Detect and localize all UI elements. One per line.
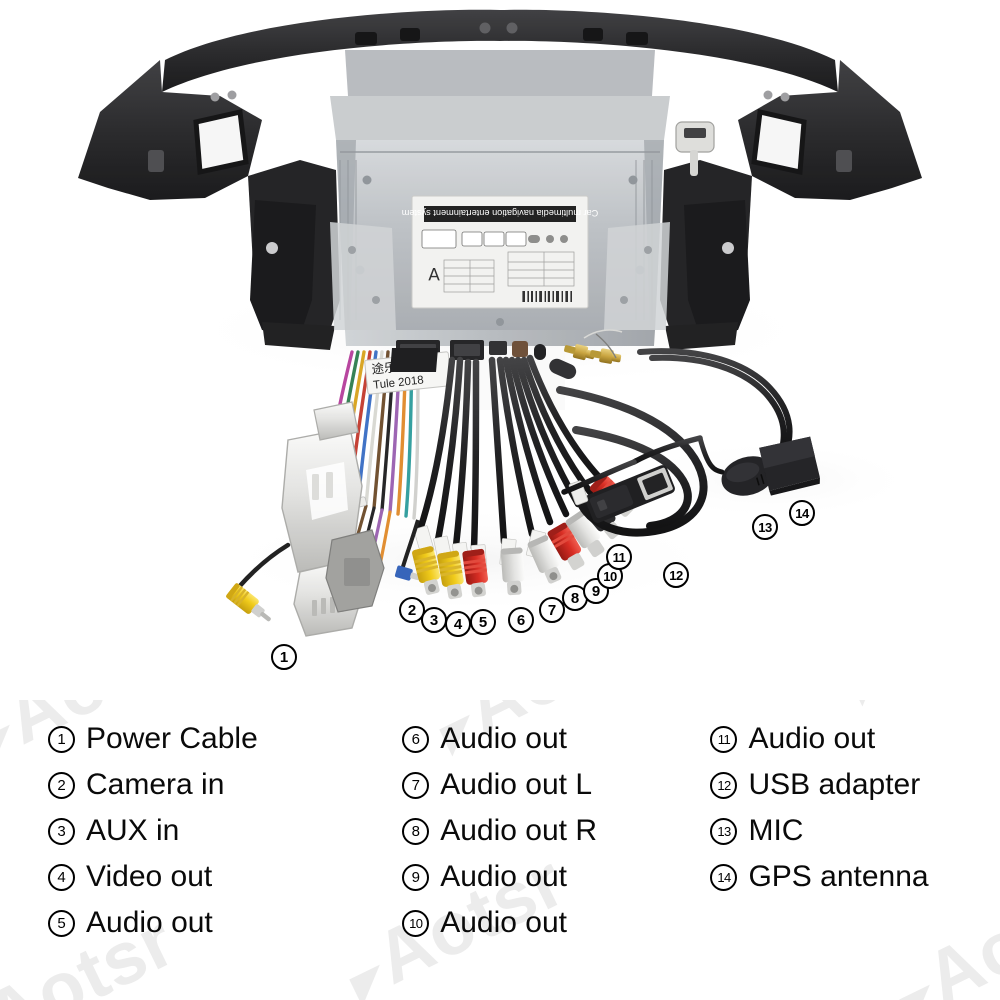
rca-plug-white-3 (565, 510, 605, 558)
legend-row: 9 Audio out (402, 854, 710, 900)
rca-plug-yellow-2 (437, 550, 464, 600)
legend-row: 13 MIC (710, 808, 1000, 854)
legend-number-10: 10 (402, 909, 430, 937)
legend-column-3: 11 Audio out 12 USB adapter 13 MIC 14 GPS anten… (710, 716, 1000, 1000)
product-photo: ∀ Car multimedia navigation entertainmen… (78, 9, 922, 637)
iso-connector-small (313, 401, 359, 441)
legend-row: 3 AUX in (48, 808, 384, 854)
legend-label-12: USB adapter (748, 768, 921, 801)
callout-marker-10: 10 (597, 563, 623, 589)
usb-adapter (556, 386, 708, 537)
dash-trim-frame (78, 9, 922, 350)
legend-label-4: Video out (86, 860, 213, 893)
legend-number-2: 2 (48, 771, 75, 799)
callout-marker-7: 7 (539, 597, 565, 623)
callout-marker-4: 4 (445, 611, 471, 637)
legend-number-1: 1 (48, 725, 75, 753)
rca-plug-red-1 (462, 548, 488, 598)
legend-number-14: 14 (710, 863, 738, 891)
rca-plug-white-1 (500, 547, 525, 596)
legend-label-8: Audio out R (440, 814, 598, 847)
callout-marker-11: 11 (606, 544, 632, 570)
sma-connectors (549, 329, 623, 380)
canbus-connector (325, 529, 385, 613)
legend-label-14: GPS antenna (748, 860, 929, 893)
svg-text:∀: ∀ (428, 264, 440, 283)
rca-plug-red-2 (547, 522, 585, 571)
rca-plug-white-2 (527, 535, 562, 584)
legend-label-11: Audio out (748, 722, 876, 755)
legend-row: 7 Audio out L (402, 762, 710, 808)
legend-row: 10 Audio out (402, 900, 710, 946)
legend-number-3: 3 (48, 817, 75, 845)
callout-marker-6: 6 (508, 607, 534, 633)
chassis-label-title: Car multimedia navigation entertainment … (401, 208, 598, 218)
legend-row: 1 Power Cable (48, 716, 384, 762)
callout-marker-1: 1 (271, 644, 297, 670)
legend-column-1: 1 Power Cable 2 Camera in 3 AUX in 4 Video out 5… (0, 716, 384, 1000)
rca-cable-bundle (416, 354, 604, 552)
legend-number-5: 5 (48, 909, 75, 937)
legend-label-1: Power Cable (86, 722, 258, 755)
legend-label-3: AUX in (86, 814, 180, 847)
legend-row: 2 Camera in (48, 762, 384, 808)
legend: 1 Power Cable 2 Camera in 3 AUX in 4 Video out 5… (0, 716, 1000, 1000)
legend-label-2: Camera in (86, 768, 225, 801)
legend-number-9: 9 (402, 863, 430, 891)
callout-marker-14: 14 (789, 500, 815, 526)
power-harness-rca (226, 542, 291, 622)
callout-marker-13: 13 (752, 514, 778, 540)
trim-connector-block (675, 121, 715, 176)
legend-number-13: 13 (710, 817, 738, 845)
legend-row: 11 Audio out (710, 716, 1000, 762)
power-cable-harness: 途乐2018 Tule 2018 (226, 348, 452, 637)
legend-label-7: Audio out L (440, 768, 593, 801)
harness-tag-line2: Tule 2018 (373, 374, 425, 391)
legend-number-11: 11 (710, 725, 738, 753)
legend-label-10: Audio out (440, 906, 568, 939)
legend-row: 14 GPS antenna (710, 854, 1000, 900)
callout-marker-2: 2 (399, 597, 425, 623)
legend-number-7: 7 (402, 771, 430, 799)
callout-marker-5: 5 (470, 609, 496, 635)
legend-label-5: Audio out (86, 906, 213, 939)
legend-label-13: MIC (748, 814, 804, 847)
legend-row: 4 Video out (48, 854, 384, 900)
legend-row: 6 Audio out (402, 716, 710, 762)
legend-number-12: 12 (710, 771, 738, 799)
legend-row: 5 Audio out (48, 900, 384, 946)
legend-row: 8 Audio out R (402, 808, 710, 854)
gps-antenna (637, 348, 820, 496)
legend-label-6: Audio out (440, 722, 568, 755)
callout-marker-12: 12 (663, 562, 689, 588)
legend-number-8: 8 (402, 817, 430, 845)
legend-label-9: Audio out (440, 860, 568, 893)
microphone (561, 435, 775, 496)
legend-number-6: 6 (402, 725, 430, 753)
legend-number-4: 4 (48, 863, 75, 891)
legend-row: 12 USB adapter (710, 762, 1000, 808)
callout-marker-3: 3 (421, 607, 447, 633)
rca-plug-yellow-1 (412, 546, 441, 595)
